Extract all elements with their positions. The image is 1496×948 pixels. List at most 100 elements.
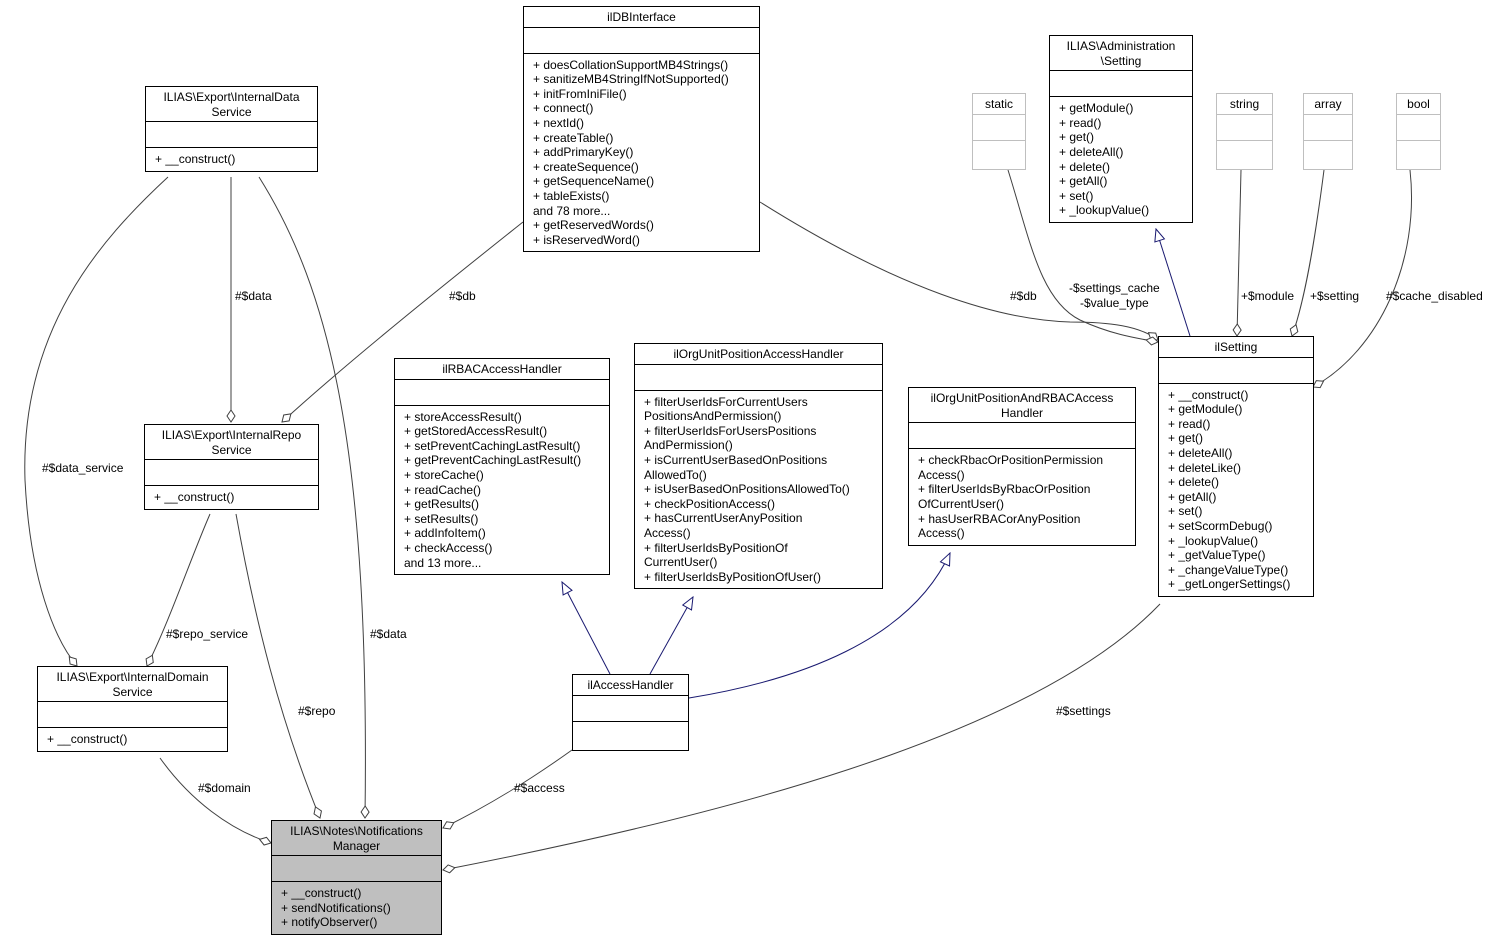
method-item: + __construct(): [281, 886, 362, 901]
class-title-line: array: [1314, 97, 1342, 111]
method-item: + read(): [1168, 416, 1211, 431]
class-title-line: ILIAS\Export\InternalDomain: [56, 670, 209, 684]
attributes-section: [1159, 358, 1313, 384]
class-title-line: static: [984, 97, 1013, 111]
class-title-line: ILIAS\Notes\Notifications: [290, 824, 423, 838]
method-item: + storeCache(): [404, 467, 484, 482]
edge-label-module: +$module: [1241, 289, 1295, 303]
methods-section: + getModule()+ read()+ get()+ deleteAll(…: [1050, 97, 1192, 222]
edge-label-db-right: #$db: [1010, 289, 1037, 303]
class-title: ilOrgUnitPositionAccessHandler: [635, 344, 882, 365]
class-title-line: ilOrgUnitPositionAccessHandler: [673, 347, 844, 361]
edge-label-cache-disabled: #$cache_disabled: [1386, 289, 1483, 303]
methods-section: + __construct()+ getModule()+ read()+ ge…: [1159, 384, 1313, 596]
attributes-section: [524, 28, 759, 54]
method-item: + isCurrentUserBasedOnPositions: [644, 452, 828, 467]
class-title: array: [1304, 94, 1352, 115]
method-item: + getStoredAccessResult(): [404, 424, 548, 439]
type-bool[interactable]: bool: [1396, 93, 1441, 170]
type-string[interactable]: string: [1216, 93, 1273, 170]
method-item: + read(): [1059, 115, 1102, 130]
edge-label-settings: #$settings: [1056, 704, 1111, 718]
class-title-line: ilOrgUnitPositionAndRBACAccess: [930, 391, 1114, 405]
class-title: ILIAS\Administration\Setting: [1050, 36, 1192, 72]
edge-access: [442, 749, 573, 830]
class-admin-setting[interactable]: ILIAS\Administration\Setting + getModule…: [1049, 35, 1193, 223]
class-il-db-interface[interactable]: ilDBInterface + doesCollationSupportMB4S…: [523, 6, 760, 253]
edge-data-service: [24, 176, 169, 667]
method-item: + set(): [1059, 188, 1094, 203]
method-item: Access(): [918, 467, 965, 482]
class-il-access-handler[interactable]: ilAccessHandler: [572, 674, 689, 751]
edge-inherit-admin-setting: [1156, 229, 1191, 337]
edge-settings-cache: [1007, 169, 1159, 346]
attributes-section: [1050, 71, 1192, 98]
attributes-section: [573, 696, 688, 722]
methods-section: + __construct(): [38, 728, 227, 751]
edge-label-setting: +$setting: [1310, 289, 1360, 303]
class-title: ilDBInterface: [524, 7, 759, 28]
method-item: and 13 more...: [404, 555, 482, 570]
method-item: + sendNotifications(): [281, 900, 391, 915]
method-item: + readCache(): [404, 482, 482, 497]
class-title-line: Service: [112, 684, 153, 699]
methods-section: + __construct()+ sendNotifications()+ no…: [272, 882, 441, 934]
method-item: AllowedTo(): [644, 467, 707, 482]
method-item: + _getValueType(): [1168, 548, 1266, 563]
method-item: + createTable(): [533, 130, 614, 145]
method-item: + getAll(): [1168, 489, 1217, 504]
methods-section: + __construct(): [145, 486, 318, 509]
method-item: + connect(): [533, 101, 594, 116]
type-static[interactable]: static: [972, 93, 1026, 170]
class-title-line: string: [1229, 97, 1260, 111]
method-item: CurrentUser(): [644, 555, 718, 570]
method-item: + filterUserIdsForUsersPositions: [644, 423, 817, 438]
class-title-line: bool: [1407, 97, 1430, 111]
edge-label-access: #$access: [514, 781, 565, 795]
edge-label-data-service: #$data_service: [42, 461, 124, 475]
class-il-rbac-access-handler[interactable]: ilRBACAccessHandler + storeAccessResult(…: [394, 358, 610, 576]
method-item: + get(): [1168, 431, 1204, 446]
class-title-line: Service: [211, 442, 252, 457]
method-item: + deleteLike(): [1168, 460, 1242, 475]
class-il-setting[interactable]: ilSetting + __construct()+ getModule()+ …: [1158, 336, 1314, 597]
edge-db-left: [281, 221, 524, 423]
method-item: + filterUserIdsByPositionOfUser(): [644, 569, 822, 584]
edge-settings: [442, 603, 1161, 874]
edge-inherit-rbac: [562, 582, 611, 675]
method-item: + filterUserIdsByRbacOrPosition: [918, 482, 1091, 497]
method-item: + checkPositionAccess(): [644, 496, 776, 511]
class-title: bool: [1397, 94, 1440, 115]
edge-label-settings-cache: -$settings_cache -$value_type: [1069, 281, 1160, 310]
attributes-section: [146, 122, 317, 149]
methods-section: + doesCollationSupportMB4Strings()+ sani…: [524, 54, 759, 252]
method-item: + getPreventCachingLastResult(): [404, 453, 582, 468]
method-item: + hasCurrentUserAnyPosition: [644, 511, 803, 526]
attributes-section: [909, 423, 1135, 450]
class-title-line: ilSetting: [1214, 340, 1258, 354]
edge-label-data-right: #$data: [370, 627, 407, 641]
method-item: + setScormDebug(): [1168, 518, 1273, 533]
method-item: + checkRbacOrPositionPermission: [918, 453, 1104, 468]
class-title-line: Manager: [332, 838, 381, 853]
type-array[interactable]: array: [1303, 93, 1353, 170]
method-item: + get(): [1059, 130, 1095, 145]
class-il-org-unit-position-access-handler[interactable]: ilOrgUnitPositionAccessHandler + filterU…: [634, 343, 883, 590]
edge-repo-service: [145, 513, 211, 667]
method-item: + delete(): [1168, 475, 1220, 490]
method-item: + delete(): [1059, 159, 1111, 174]
method-item: and 78 more...: [533, 203, 611, 218]
method-item: + filterUserIdsForCurrentUsers: [644, 394, 808, 409]
class-title-line: ILIAS\Export\InternalData: [163, 90, 300, 104]
